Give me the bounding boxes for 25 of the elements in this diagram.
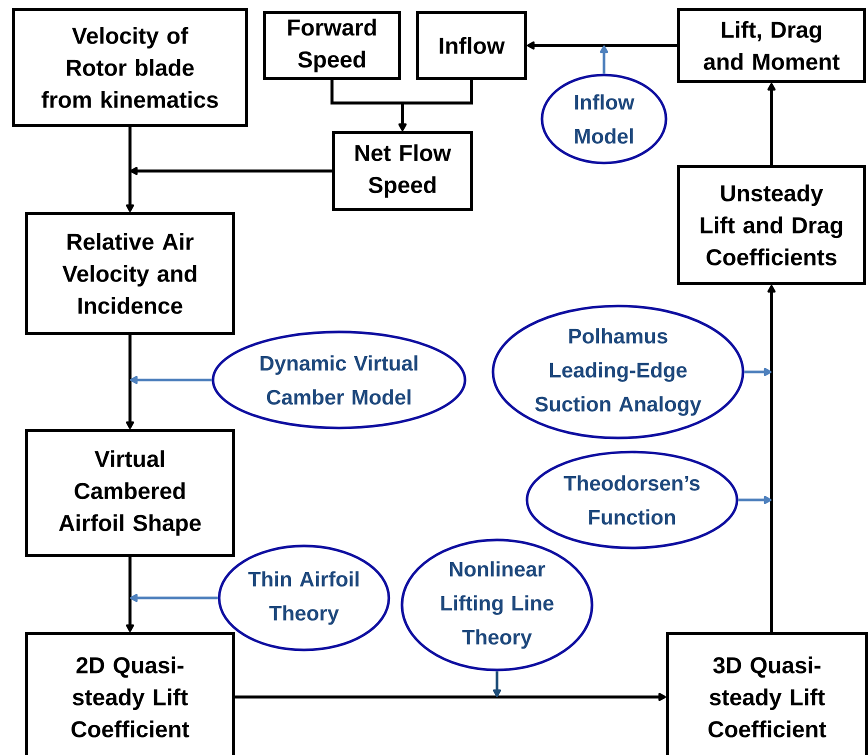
arrow bbox=[398, 80, 473, 131]
process-box: 2D Quasi-steady Lift Coefficient bbox=[25, 632, 235, 755]
arrow bbox=[767, 285, 776, 632]
process-box: Velocity of Rotor blade from kinematics bbox=[12, 8, 248, 127]
arrow bbox=[126, 127, 134, 212]
arrow bbox=[600, 46, 608, 74]
arrow bbox=[235, 692, 666, 702]
process-box: Inflow bbox=[416, 11, 527, 80]
arrow bbox=[738, 496, 772, 504]
arrow bbox=[492, 671, 502, 697]
arrow bbox=[527, 41, 677, 50]
arrow bbox=[126, 334, 134, 429]
process-box: Lift, Drag and Moment bbox=[677, 8, 866, 83]
process-box: Relative Air Velocity and Incidence bbox=[25, 212, 235, 335]
arrow bbox=[130, 166, 332, 176]
arrow bbox=[126, 556, 134, 632]
process-box: Virtual Cambered Airfoil Shape bbox=[25, 428, 235, 557]
arrow bbox=[744, 368, 772, 376]
process-box: Net Flow Speed bbox=[332, 131, 473, 211]
arrow bbox=[130, 376, 212, 384]
arrow bbox=[767, 83, 776, 165]
arrow bbox=[130, 594, 218, 602]
process-box: 3D Quasi-steady Lift Coefficient bbox=[666, 632, 868, 755]
process-box: Unsteady Lift and Drag Coefficients bbox=[677, 165, 866, 285]
process-box: Forward Speed bbox=[263, 11, 401, 80]
